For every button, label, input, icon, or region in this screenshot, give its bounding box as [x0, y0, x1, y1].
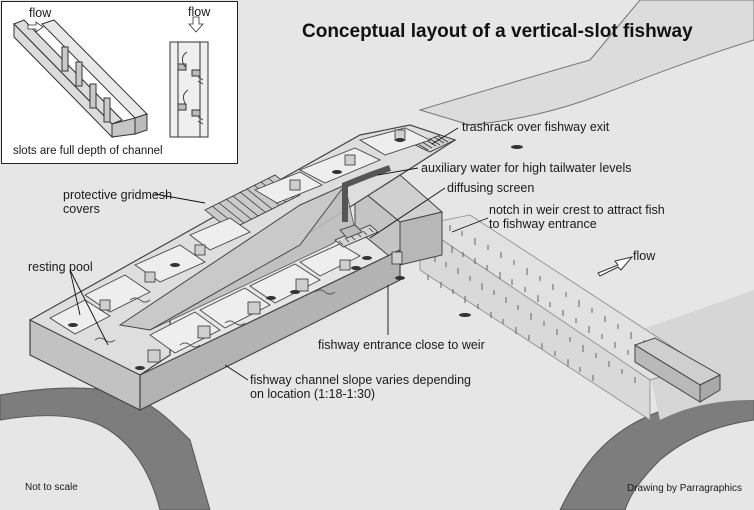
- label-notch-line2: to fishway entrance: [489, 217, 597, 231]
- label-protective-line1: protective gridmesh: [63, 188, 173, 202]
- label-flow: flow: [633, 249, 656, 263]
- inset-detail-panel: flow flow slots are full depth of channe…: [1, 1, 238, 164]
- label-fishway-entrance: fishway entrance close to weir: [318, 338, 485, 352]
- slot-detail-drawing: [13, 16, 209, 139]
- weir: [353, 174, 722, 421]
- river-left: [0, 387, 211, 510]
- drawing-credit: Drawing by Parragraphics: [627, 483, 743, 494]
- not-to-scale-note: Not to scale: [25, 482, 78, 493]
- label-trashrack: trashrack over fishway exit: [462, 120, 610, 134]
- label-slope-line1: fishway channel slope varies depending: [250, 373, 471, 387]
- label-resting-pool: resting pool: [28, 260, 93, 274]
- flow-arrow-right: [597, 256, 634, 277]
- label-slope-line2: on location (1:18-1:30): [250, 387, 376, 401]
- label-auxiliary-water: auxiliary water for high tailwater level…: [421, 161, 632, 175]
- inset-flow-label-right: flow: [188, 5, 211, 19]
- label-diffusing-screen: diffusing screen: [447, 181, 535, 195]
- fishway-channel: [29, 124, 523, 411]
- trashrack: [413, 134, 457, 153]
- inset-flow-label-left: flow: [29, 6, 52, 20]
- leader-lines: [69, 127, 489, 381]
- auxiliary-pipe: [342, 165, 391, 222]
- fish: [68, 138, 523, 370]
- diagram-title: Conceptual layout of a vertical-slot fis…: [302, 21, 693, 42]
- label-notch-line1: notch in weir crest to attract fish: [489, 203, 665, 217]
- label-protective-line2: covers: [63, 202, 100, 216]
- inset-caption: slots are full depth of channel: [13, 145, 163, 157]
